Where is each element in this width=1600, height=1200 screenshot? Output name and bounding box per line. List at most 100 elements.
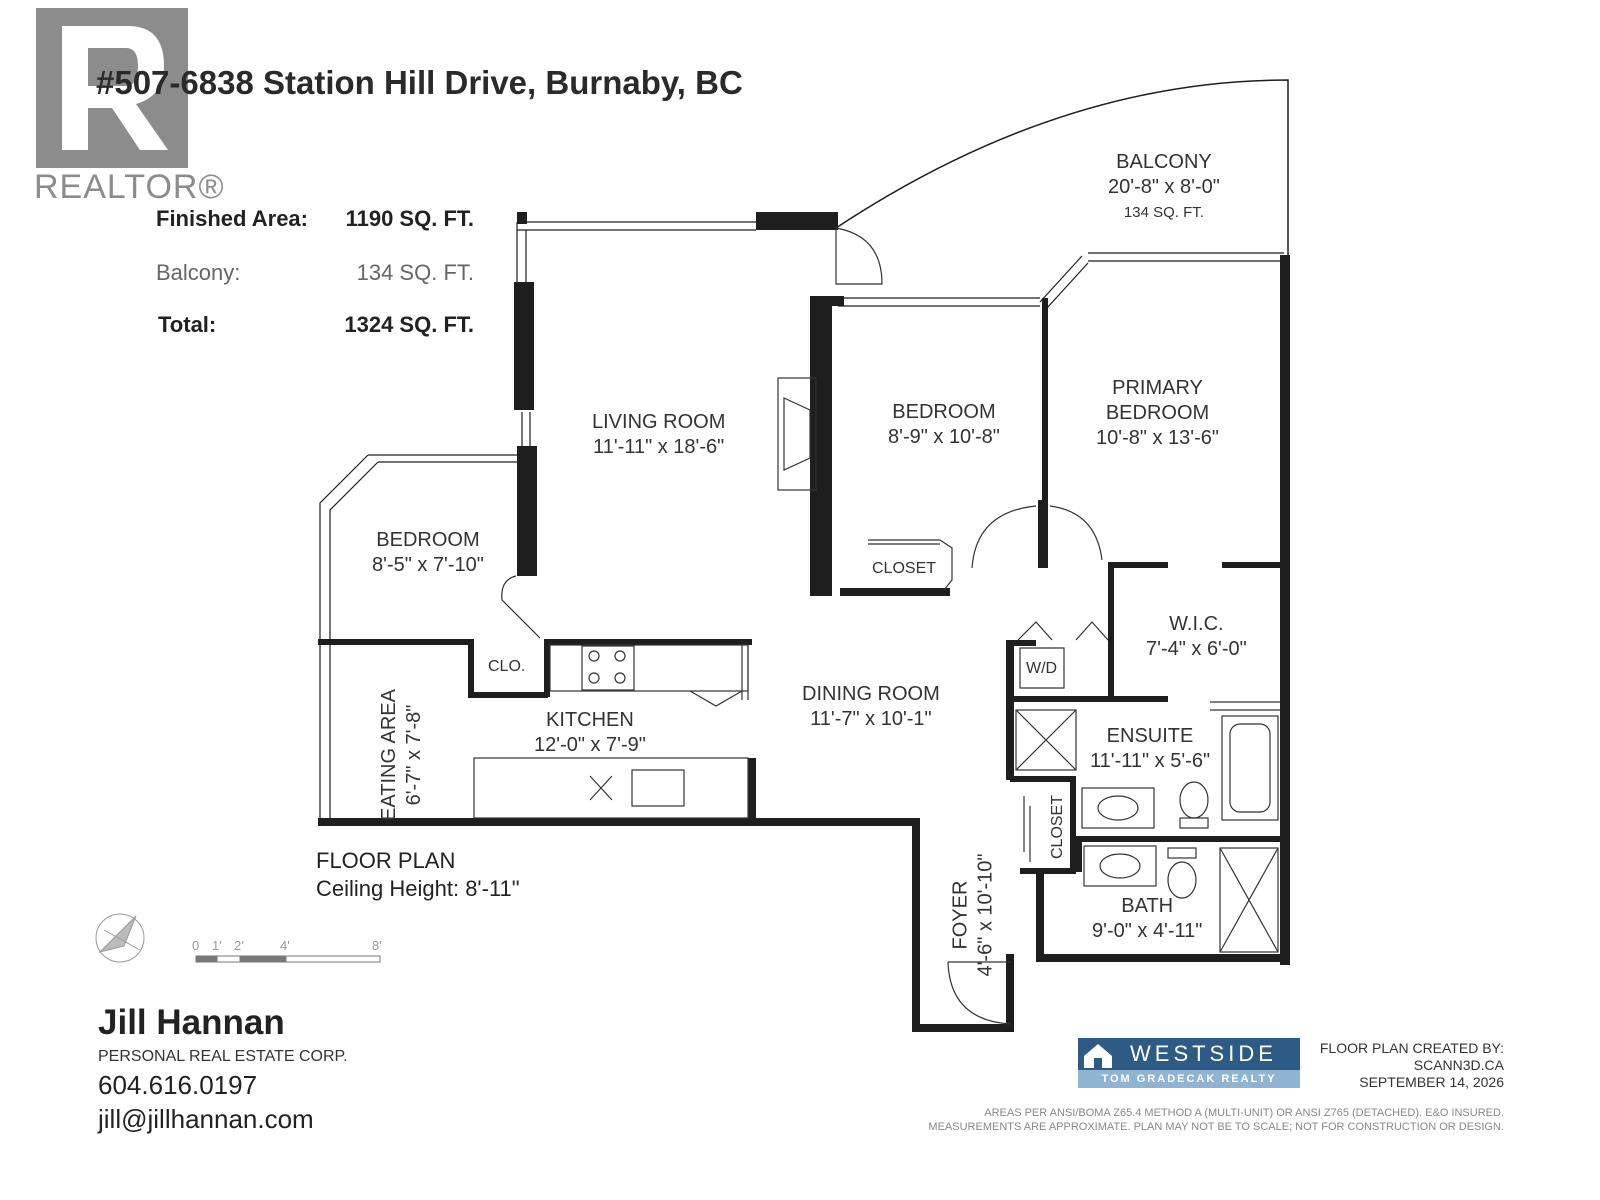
wall <box>318 639 474 645</box>
westside-subtitle: TOM GRADECAK REALTY <box>1078 1070 1300 1088</box>
eating-area-label: EATING AREA 6'-7" x 7'-8" <box>377 689 425 821</box>
primary-bedroom-label: PRIMARY BEDROOM 10'-8" x 13'-6" <box>1096 377 1220 449</box>
agent-phone[interactable]: 604.616.0197 <box>98 1070 258 1100</box>
balcony-label: BALCONY 20'-8" x 8'-0" 134 SQ. FT. <box>1108 151 1220 221</box>
wall <box>1108 562 1114 702</box>
living-room-label: LIVING ROOM 11'-11" x 18'-6" <box>592 411 726 458</box>
house-icon <box>1084 1044 1112 1068</box>
bedroom-label: BEDROOM 8'-9" x 10'-8" <box>888 401 1000 448</box>
foyer-label: FOYER 4'-6" x 10'-10" <box>949 853 997 977</box>
wall <box>1006 640 1014 780</box>
total-area-value: 1324 SQ. FT. <box>344 312 474 337</box>
toilet <box>1167 861 1197 899</box>
wall <box>517 212 527 224</box>
wall <box>756 212 838 230</box>
agent-name: Jill Hannan <box>98 1003 285 1042</box>
westside-wordmark: WESTSIDE <box>1130 1041 1277 1066</box>
kitchen-counter-top <box>549 644 749 692</box>
credits: FLOOR PLAN CREATED BY: SCANN3D.CA SEPTEM… <box>1319 1040 1504 1090</box>
window <box>521 412 531 446</box>
finished-area-label: Finished Area: <box>156 206 308 231</box>
property-address-title: #507-6838 Station Hill Drive, Burnaby, B… <box>96 64 743 101</box>
wall <box>544 639 752 645</box>
wd-label: W/D <box>1026 660 1058 677</box>
wall <box>912 1024 1012 1032</box>
wall <box>810 296 832 596</box>
wall <box>1010 776 1070 782</box>
scale-tick: 4' <box>280 938 290 953</box>
wall <box>830 296 844 306</box>
clo-label: CLO. <box>488 658 526 675</box>
window <box>1039 255 1089 309</box>
stove <box>581 645 635 691</box>
ensuite-vanity <box>1081 787 1155 829</box>
door-swing <box>947 961 1011 1025</box>
washer-dryer <box>1019 647 1065 689</box>
scale-tick: 8' <box>372 938 382 953</box>
wall <box>1070 776 1076 874</box>
closet-vertical-label: CLOSET <box>1049 794 1067 860</box>
bedroom-small-label: BEDROOM 8'-5" x 7'-10" <box>372 529 484 576</box>
wall <box>544 639 550 697</box>
door-swing <box>501 575 541 639</box>
scale-tick: 0 <box>192 938 200 953</box>
wall <box>912 818 920 1032</box>
wall <box>1006 954 1014 1032</box>
realtor-r-logo-icon <box>62 26 168 150</box>
balcony-area-value: 134 SQ. FT. <box>356 260 474 285</box>
ensuite-label: ENSUITE 11'-11" x 5'-6" <box>1090 725 1211 772</box>
bath-shower <box>1219 847 1279 953</box>
window <box>517 221 756 231</box>
window <box>838 297 1040 307</box>
wall <box>468 692 548 698</box>
door-swing <box>971 505 1037 569</box>
realtor-wordmark: REALTOR® <box>34 168 225 206</box>
scale-tick: 1' <box>212 938 222 953</box>
total-area-label: Total: <box>158 312 217 337</box>
wall <box>468 639 474 697</box>
ensuite-shower <box>1015 709 1077 771</box>
window <box>1088 252 1284 262</box>
scale-bar <box>195 955 381 963</box>
balcony-area-label: Balcony: <box>156 260 241 285</box>
agent-corp: PERSONAL REAL ESTATE CORP. <box>98 1048 348 1065</box>
kitchen-sink <box>631 769 685 807</box>
wall <box>318 818 918 826</box>
wall <box>1036 868 1044 960</box>
toilet <box>1179 781 1209 819</box>
wall <box>514 282 534 410</box>
wall <box>748 758 756 818</box>
wall <box>840 588 950 596</box>
north-arrow-icon <box>95 913 145 963</box>
bath-vanity <box>1083 845 1157 887</box>
agent-email[interactable]: jill@jillhannan.com <box>98 1104 314 1134</box>
wall <box>1042 298 1048 568</box>
wall <box>1222 562 1282 568</box>
wall <box>1038 500 1044 568</box>
wall <box>1076 836 1286 842</box>
bathtub <box>1221 715 1279 821</box>
finished-area-value: 1190 SQ. FT. <box>345 206 474 231</box>
wall <box>1076 836 1082 872</box>
kitchen-label: KITCHEN 12'-0" x 7'-9" <box>534 709 646 756</box>
window <box>368 454 518 463</box>
door-swing <box>1049 505 1103 561</box>
floor-plan-label: FLOOR PLAN <box>316 848 456 873</box>
wall <box>1108 562 1168 568</box>
wall <box>1280 255 1290 965</box>
door-swing <box>835 227 883 285</box>
bath-label: BATH 9'-0" x 4'-11" <box>1092 895 1203 942</box>
wic-label: W.I.C. 7'-4" x 6'-0" <box>1146 613 1247 660</box>
realtor-logo <box>36 8 188 168</box>
wall <box>1008 696 1168 702</box>
balcony-outline <box>835 79 1289 255</box>
disclaimer: AREAS PER ANSI/BOMA Z65.4 METHOD A (MULT… <box>928 1107 1504 1133</box>
window <box>319 454 379 826</box>
dining-room-label: DINING ROOM 11'-7" x 10'-1" <box>802 683 940 730</box>
ceiling-height: Ceiling Height: 8'-11" <box>316 876 520 901</box>
wall <box>517 446 537 576</box>
kitchen-counter-bottom <box>473 757 749 819</box>
wall <box>1036 954 1286 962</box>
wall <box>1020 868 1076 874</box>
